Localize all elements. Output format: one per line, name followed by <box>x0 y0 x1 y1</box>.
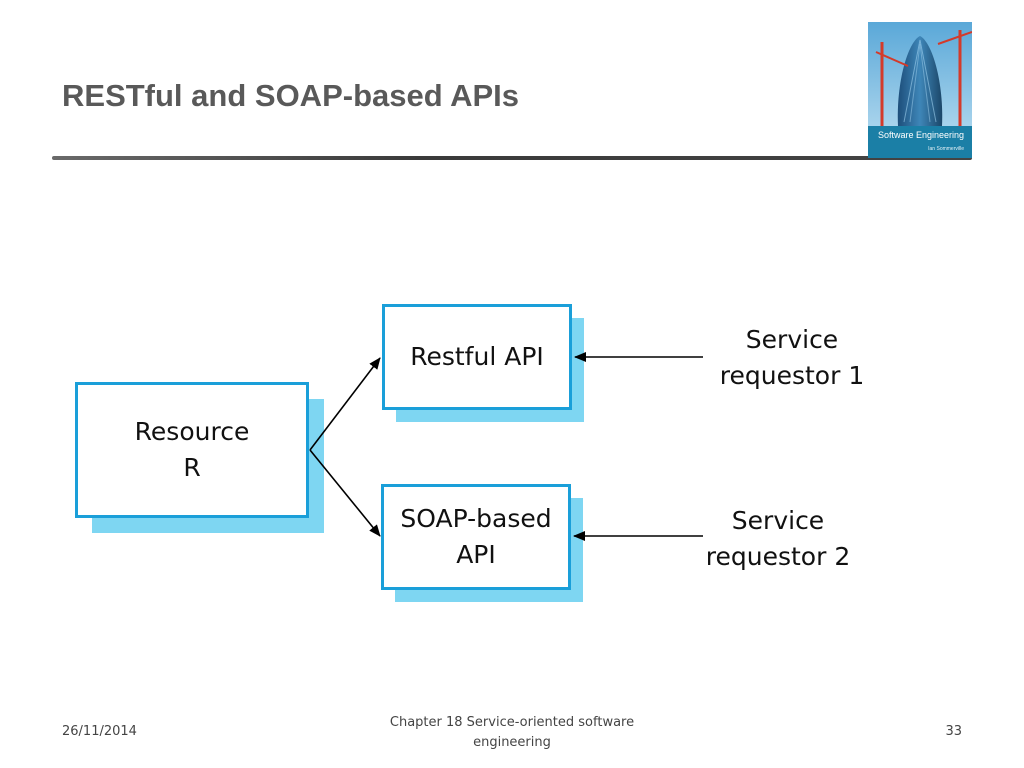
restful-api-box: Restful API <box>382 304 572 410</box>
page-number: 33 <box>945 724 962 739</box>
requestor-2-line2: requestor 2 <box>705 542 851 571</box>
book-cover-art <box>868 22 973 158</box>
resource-to-restful-arrow <box>309 357 381 451</box>
footer-date: 26/11/2014 <box>62 724 137 739</box>
cover-title: Software Engineering <box>878 130 965 140</box>
resource-label: Resource <box>134 417 250 446</box>
soap-api-box: SOAP-based API <box>381 484 571 590</box>
footer-chapter: Chapter 18 Service-oriented software eng… <box>372 713 652 753</box>
soap-api-label-line1: SOAP-based <box>400 504 552 533</box>
resource-id: R <box>183 453 201 482</box>
service-requestor-1: Service requestor 1 <box>706 322 878 394</box>
resource-box: Resource R <box>75 382 309 518</box>
requestor-1-line1: Service <box>745 325 839 354</box>
footer-chapter-line2: engineering <box>473 735 551 750</box>
footer-chapter-line1: Chapter 18 Service-oriented software <box>389 715 635 730</box>
requestor-1-line2: requestor 1 <box>719 361 865 390</box>
resource-to-soap-arrow <box>309 449 381 537</box>
restful-api-label: Restful API <box>410 342 544 371</box>
soap-api-label-line2: API <box>456 540 496 569</box>
service-requestor-2: Service requestor 2 <box>692 503 864 575</box>
title-divider <box>52 156 972 160</box>
requestor-2-line1: Service <box>731 506 825 535</box>
book-cover-image: Software Engineering Ian Sommerville <box>868 22 973 158</box>
slide-title: RESTful and SOAP-based APIs <box>62 78 520 113</box>
cover-author: Ian Sommerville <box>928 146 964 152</box>
